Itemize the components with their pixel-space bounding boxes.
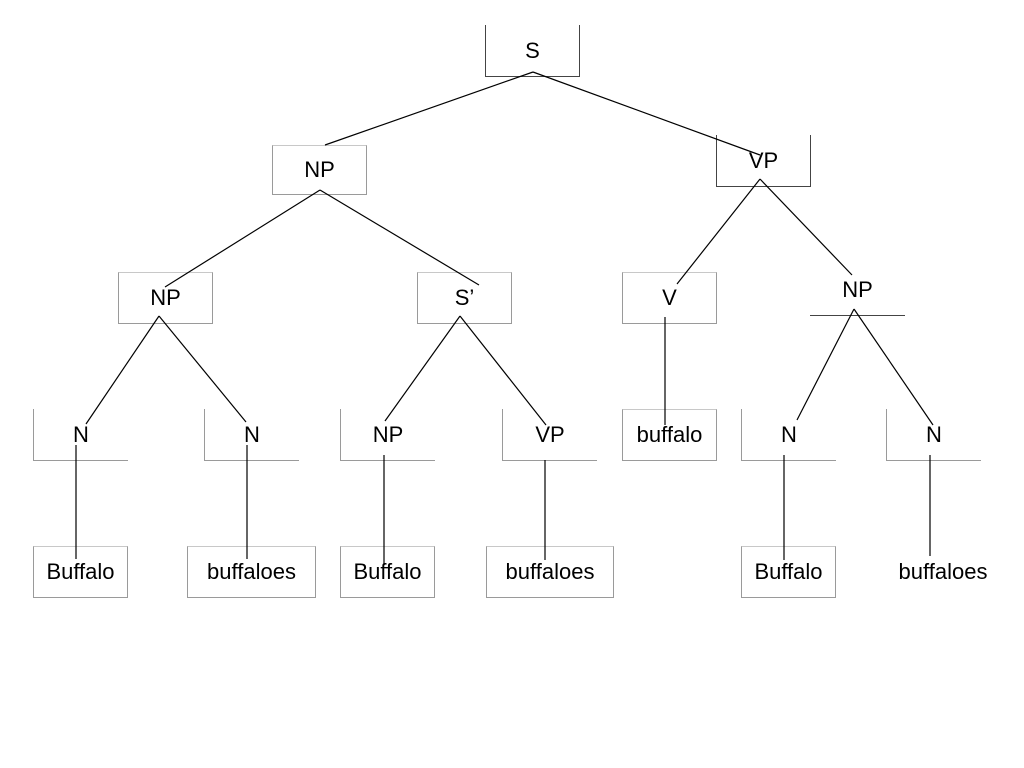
node-label: NP: [304, 157, 335, 182]
node-label: buffalo: [636, 422, 703, 447]
node-s-prime: S’: [417, 272, 512, 324]
node-label: Buffalo: [353, 559, 422, 584]
node-n3: N: [741, 409, 836, 461]
node-label: Buffalo: [46, 559, 115, 584]
node-np3: NP: [340, 409, 435, 461]
node-w4: buffaloes: [486, 546, 614, 598]
node-n2: N: [204, 409, 299, 461]
node-np1: NP: [272, 145, 367, 195]
node-label: N: [73, 421, 89, 447]
node-buffalo-v: buffalo: [622, 409, 717, 461]
node-label: N: [781, 421, 797, 447]
edge-np4-n3: [796, 308, 855, 421]
node-label: VP: [535, 421, 565, 447]
node-w3: Buffalo: [340, 546, 435, 598]
node-w2: buffaloes: [187, 546, 316, 598]
node-label: buffaloes: [898, 559, 988, 584]
node-vp1: VP: [716, 135, 811, 187]
node-v: V: [622, 272, 717, 324]
edge-s-prime-np3: [384, 315, 461, 422]
node-w6: buffaloes: [885, 546, 1001, 598]
node-label: Buffalo: [754, 559, 823, 584]
node-w1: Buffalo: [33, 546, 128, 598]
node-label: NP: [150, 285, 181, 310]
node-label: NP: [842, 277, 873, 302]
node-vp2: VP: [502, 409, 597, 461]
edge-np1-s-prime: [319, 189, 480, 286]
node-label: S: [525, 37, 540, 63]
node-w5: Buffalo: [741, 546, 836, 598]
edge-np2-n1: [85, 315, 160, 425]
node-label: V: [662, 285, 677, 310]
node-label: NP: [372, 421, 404, 447]
edge-np2-n2: [158, 315, 247, 423]
edge-vp1-v: [676, 178, 761, 285]
node-label: VP: [748, 147, 779, 173]
edge-s-np1: [324, 71, 534, 146]
node-s: S: [485, 25, 580, 77]
edge-np4-n4: [853, 308, 934, 426]
node-n1: N: [33, 409, 128, 461]
node-label: buffaloes: [207, 559, 296, 584]
node-n4: N: [886, 409, 981, 461]
node-label: buffaloes: [505, 559, 595, 584]
node-label: S’: [454, 285, 475, 310]
edge-vp1-np4: [759, 178, 853, 276]
node-np2: NP: [118, 272, 213, 324]
node-label: N: [244, 421, 260, 447]
node-label: N: [926, 421, 942, 447]
node-np4: NP: [810, 265, 905, 316]
